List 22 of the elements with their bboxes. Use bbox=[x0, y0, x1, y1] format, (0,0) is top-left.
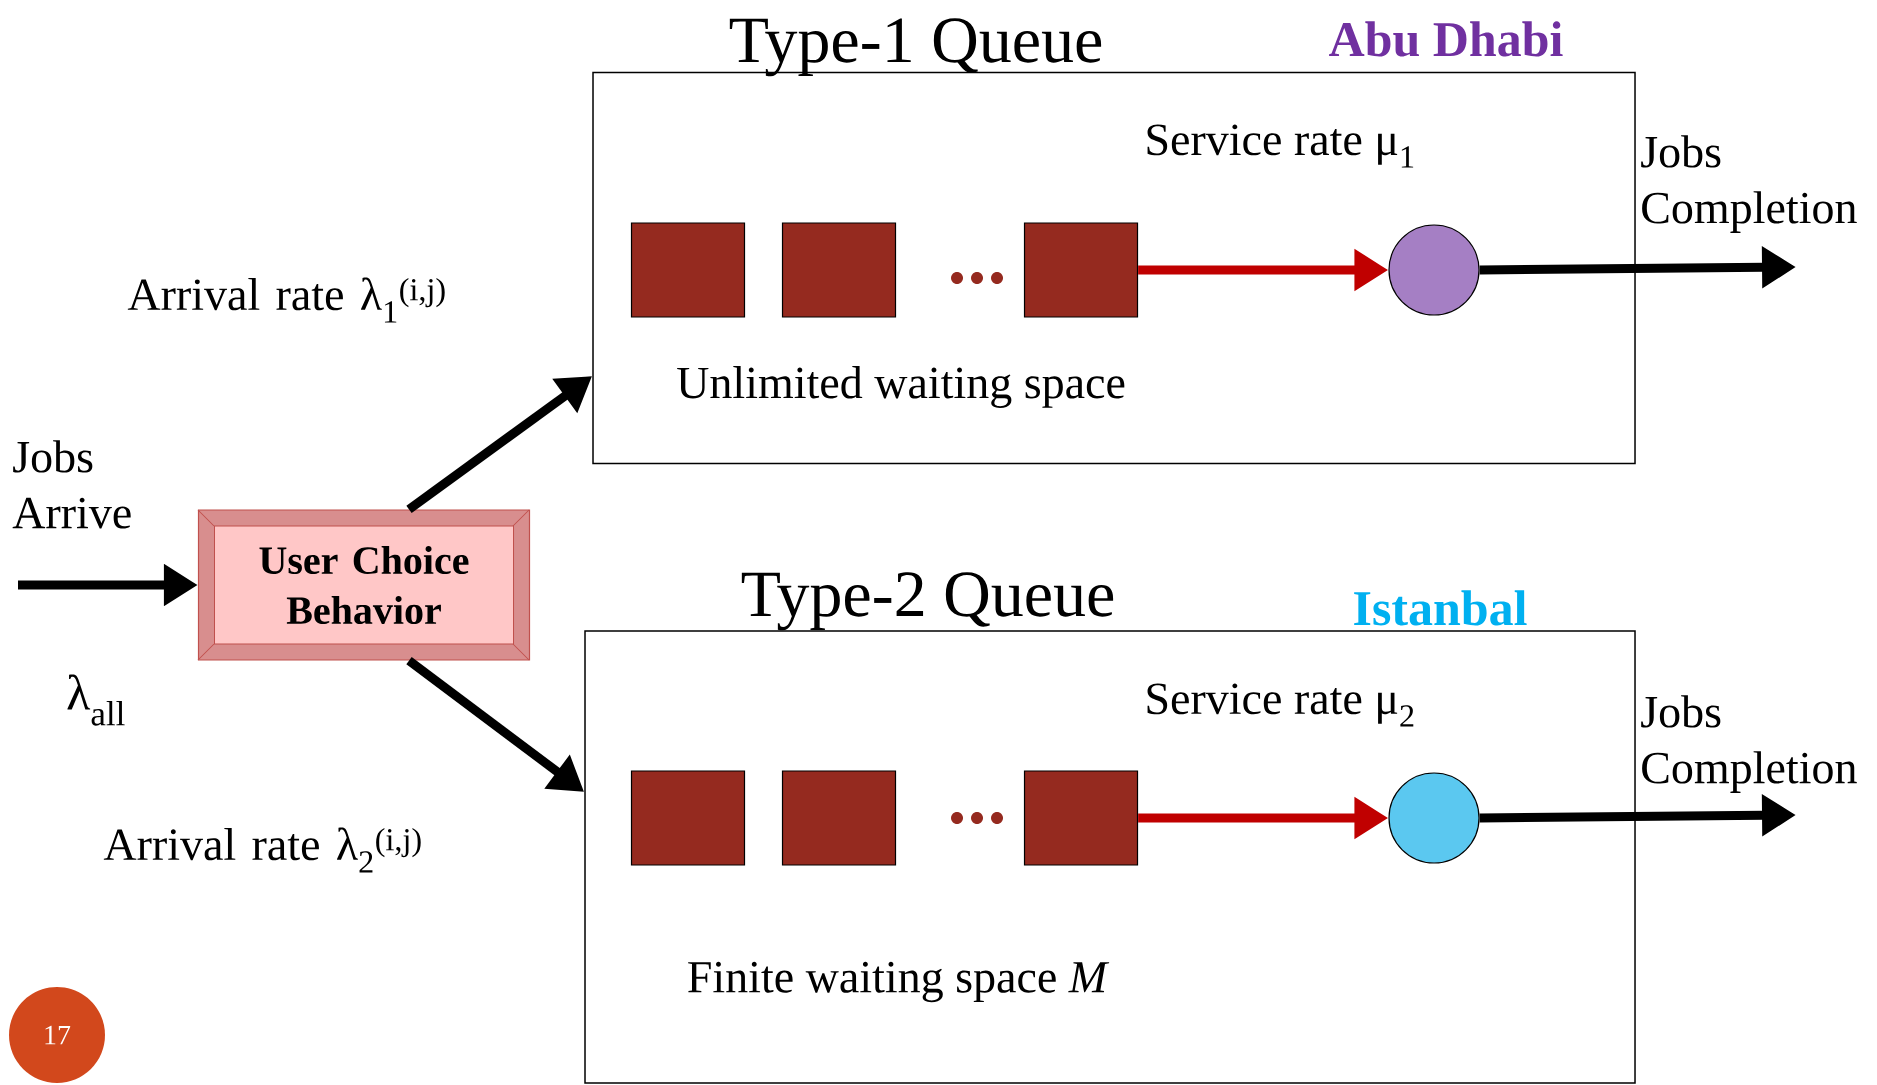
job-square bbox=[630, 222, 746, 318]
edge-label: Jobs Arrive bbox=[12, 440, 131, 529]
edge-label: Jobs Completion bbox=[1641, 135, 1857, 233]
edge-label: Arrival rate λ$_{2}$(i,j) bbox=[103, 827, 421, 873]
job-square bbox=[781, 222, 897, 318]
job-square bbox=[781, 770, 897, 866]
job-square bbox=[1023, 222, 1139, 318]
service-rate-label: Service rate μ$_{2}$ bbox=[1147, 683, 1414, 727]
service-rate-label: Service rate μ$_{1}$ bbox=[1147, 124, 1414, 168]
server-circle bbox=[1388, 772, 1480, 864]
edge-label: Arrival rate λ$_{1}$(i,j) bbox=[127, 277, 445, 323]
process-box: User Choice Behavior bbox=[197, 509, 531, 661]
edge-label: Jobs Completion bbox=[1641, 695, 1857, 793]
job-square bbox=[630, 770, 746, 866]
server-circle bbox=[1388, 224, 1480, 316]
node-label: Abu Dhabi bbox=[1329, 21, 1563, 57]
rate-label: λ$_{all}$ bbox=[67, 674, 125, 726]
job-square bbox=[1023, 770, 1139, 866]
node-label: Type-2 Queue bbox=[741, 572, 1114, 631]
node-label: Type-1 Queue bbox=[729, 18, 1102, 77]
node-label: Istanbal bbox=[1354, 590, 1527, 626]
page-number: 17 bbox=[9, 987, 105, 1083]
